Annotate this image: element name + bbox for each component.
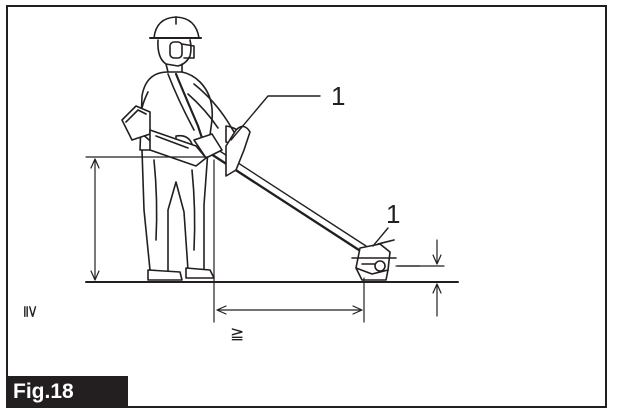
shoes [147,269,183,281]
ear-muff [169,41,183,59]
height-dimension-symbol: ≧ [20,304,41,319]
callout-trimmer-head: 1 [386,199,401,229]
trimmer-shaft [193,125,367,254]
figure-frame [6,5,607,408]
front-arm [193,83,235,133]
torso [139,71,214,151]
height-dimension [85,156,209,281]
reach-dimension [213,159,365,323]
callout-harness-hook: 1 [331,81,346,111]
reach-dimension-symbol: ≧ [230,324,245,344]
shoulder-strap [174,72,208,152]
legs [141,149,209,273]
callout-leader-head [372,227,389,247]
figure-label: Fig.18 [6,376,128,408]
trimmer-head [351,239,421,281]
callout-leader-harness [230,95,321,141]
operator-figure [138,16,243,281]
clearance-dimension [397,239,445,317]
head [157,39,192,67]
